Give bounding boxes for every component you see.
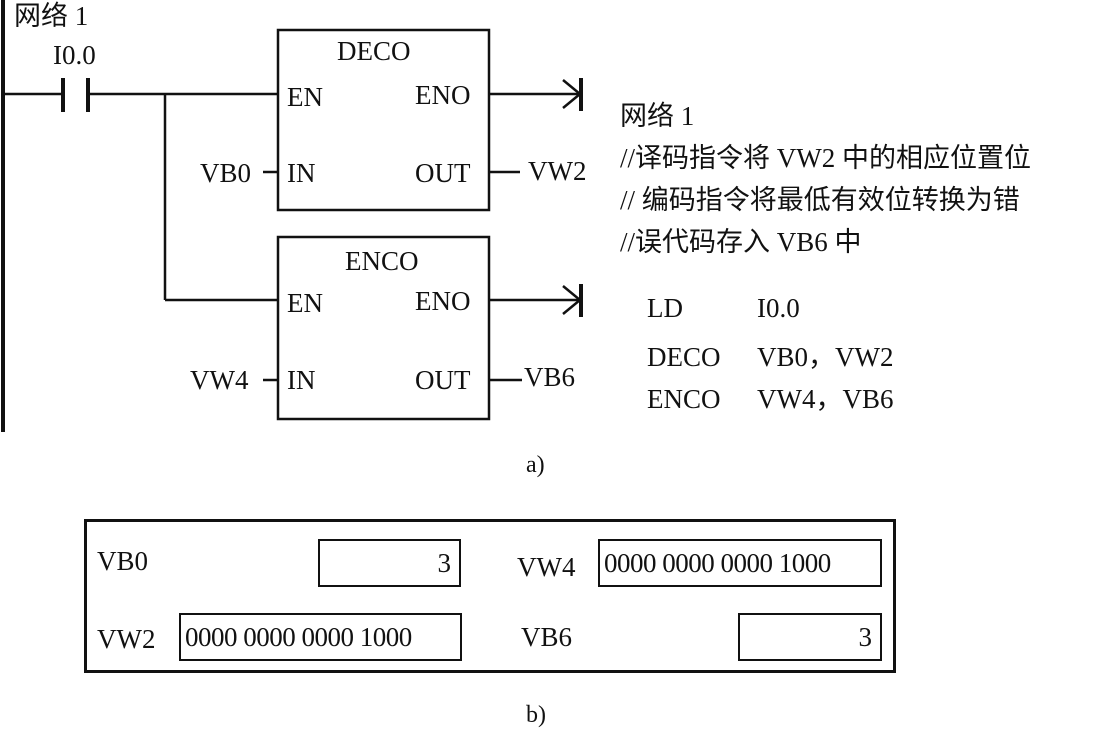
value-label: VW2 [97,624,156,654]
pin-en: EN [287,288,323,318]
out-operand: VB6 [524,362,576,392]
network-label: 网络 1 [14,1,89,31]
value-label: VB6 [521,622,573,652]
value-field: 3 [318,539,461,587]
eno-arrow-icon [562,284,583,317]
il-comment: // 编码指令将最低有效位转换为错 [620,185,1020,215]
il-opcode: ENCO [647,384,721,414]
value-label: VB0 [97,546,149,576]
il-operands: VW4，VB6 [757,384,894,414]
pin-out: OUT [415,365,471,395]
in-operand: VW4 [190,365,249,395]
il-operands: VB0，VW2 [757,342,894,372]
values-panel: VB0 3 VW4 0000 0000 0000 1000 VW2 0000 0… [84,519,896,673]
pin-eno: ENO [415,286,471,316]
deco-block[interactable] [276,28,491,212]
il-opcode: LD [647,293,683,323]
il-network-label: 网络 1 [620,101,695,131]
pin-eno: ENO [415,80,471,110]
value-field: 3 [738,613,882,661]
il-opcode: DECO [647,342,721,372]
pin-in: IN [287,158,316,188]
value-field: 0000 0000 0000 1000 [598,539,882,587]
pin-in: IN [287,365,316,395]
il-instruction: LD I0.0 [620,262,800,355]
ladder-diagram [1,0,583,432]
contact-no-icon[interactable] [61,78,90,112]
in-operand: VB0 [200,158,252,188]
il-comment: //译码指令将 VW2 中的相应位置位 [620,143,1031,173]
enco-block[interactable] [276,235,491,421]
value-label: VW4 [517,552,576,582]
il-instruction: ENCO VW4，VB6 [620,346,894,447]
block-title: ENCO [345,246,419,276]
caption-b: b) [526,702,546,728]
out-operand: VW2 [528,156,587,186]
value-field: 0000 0000 0000 1000 [179,613,462,661]
caption-a: a) [526,452,545,478]
pin-out: OUT [415,158,471,188]
block-title: DECO [337,36,411,66]
il-operands: I0.0 [757,293,800,323]
contact-address: I0.0 [53,40,96,70]
eno-arrow-icon [562,78,583,111]
il-instruction: DECO VB0，VW2 [620,304,894,405]
pin-en: EN [287,82,323,112]
il-comment: //误代码存入 VB6 中 [620,227,862,257]
